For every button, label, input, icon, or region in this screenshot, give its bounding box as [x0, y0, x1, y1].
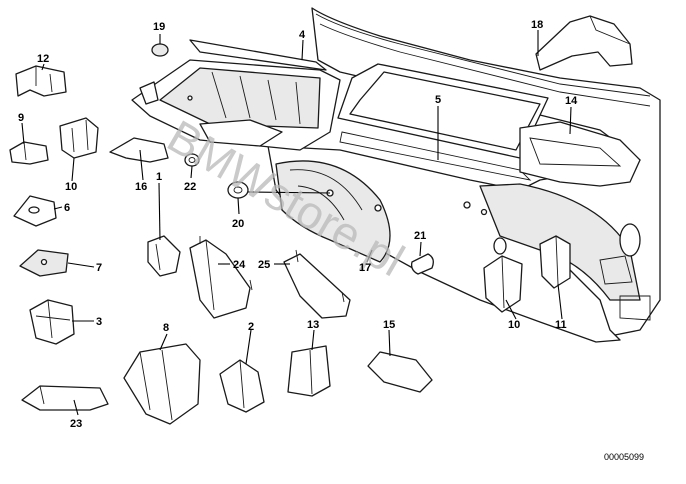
callout-7: 7	[96, 262, 102, 274]
callout-6: 6	[64, 202, 70, 214]
callout-22: 22	[184, 181, 196, 193]
tray-assembly	[131, 39, 341, 151]
part-7-plate	[19, 249, 69, 277]
part-25-bracket	[283, 249, 351, 319]
part-21-plug	[410, 253, 434, 275]
callout-8: 8	[163, 322, 169, 334]
part-23-bracket	[21, 385, 109, 411]
part-15-bracket	[367, 351, 433, 393]
callout-19: 19	[153, 21, 165, 33]
leader-lines	[21, 30, 572, 416]
callout-12: 12	[37, 53, 49, 65]
callout-25: 25	[258, 259, 270, 271]
callout-14: 14	[565, 95, 578, 107]
callout-24: 24	[233, 259, 246, 271]
part-9-clip	[9, 141, 49, 165]
part-10-clip-right	[483, 255, 523, 313]
callouts: 1 2 3 4 5 6 7 8 9 10 10 11 12 13 14 15 1…	[18, 19, 578, 430]
callout-21: 21	[414, 230, 426, 242]
callout-16: 16	[135, 181, 147, 193]
part-12-clip	[15, 65, 67, 97]
part-13-plate	[287, 345, 331, 397]
part-2-bracket	[219, 359, 265, 413]
part-19-plug	[151, 43, 169, 57]
callout-20: 20	[232, 218, 244, 230]
part-16-bracket	[109, 137, 169, 163]
part-24-bracket	[189, 236, 253, 319]
callout-4: 4	[299, 29, 306, 41]
part-6-plate	[13, 195, 57, 227]
callout-15: 15	[383, 319, 395, 331]
callout-18: 18	[531, 19, 543, 31]
callout-9: 9	[18, 112, 24, 124]
part-10-clip-left	[59, 117, 99, 159]
callout-23: 23	[70, 418, 82, 430]
callout-5: 5	[435, 94, 441, 106]
callout-11: 11	[555, 319, 567, 331]
callout-13: 13	[307, 319, 319, 331]
part-3-clip	[29, 299, 75, 345]
bulkhead-assembly	[267, 7, 661, 343]
part-18-bracket	[535, 15, 633, 71]
callout-2: 2	[248, 321, 254, 333]
callout-10b: 10	[508, 319, 520, 331]
callout-1: 1	[156, 171, 162, 183]
part-8-bracket	[123, 343, 201, 425]
part-1-mount	[147, 235, 181, 277]
callout-3: 3	[96, 316, 102, 328]
part-11-clip	[539, 235, 571, 289]
drawing-code: 00005099	[604, 452, 644, 462]
callout-17: 17	[359, 262, 371, 274]
callout-10a: 10	[65, 181, 77, 193]
